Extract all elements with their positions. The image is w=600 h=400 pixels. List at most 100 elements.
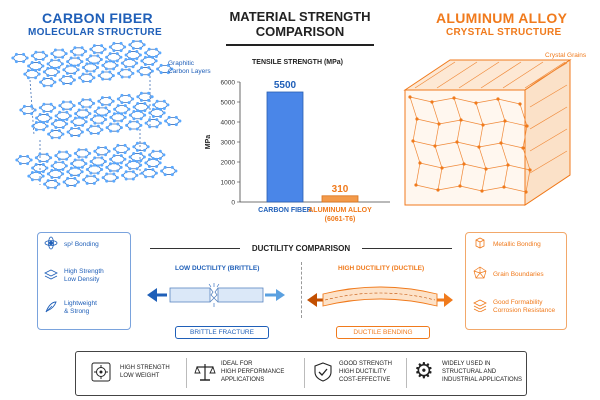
carbon-atom [120,75,124,79]
carbon-atom [61,48,65,52]
carbon-atom [100,44,104,48]
carbon-atom [143,101,147,105]
target-icon [91,362,111,382]
grain-boundary [529,150,568,174]
carbon-atom [66,176,70,180]
carbon-atom [119,55,123,59]
carbon-atom [85,181,89,185]
carbon-atom [108,52,112,56]
carbon-atom [65,71,69,75]
carbon-atom [81,123,85,127]
carbon-atom [147,98,151,102]
carbon-atom [104,67,108,71]
carbon-atom [34,162,38,166]
carbon-atom [147,47,151,51]
grain-boundary [524,61,566,89]
carbon-atom [81,116,85,120]
carbon-atom [135,148,139,152]
carbon-hexagon [98,71,114,80]
carbon-atom [96,54,100,58]
carbon-atom [96,178,100,182]
carbon-atom [127,147,131,151]
grain-boundary [412,140,421,164]
carbon-hexagon [55,151,71,160]
carbon-atom [112,67,116,71]
carbon-atom [151,168,155,172]
carbon-atom [128,43,132,47]
grain-node [484,167,488,171]
grain-node [503,119,507,123]
carbon-atom [68,154,72,158]
grain-boundary [478,124,484,148]
carbon-atom [151,63,155,67]
grain-node [452,96,456,100]
bar-value-label: 310 [332,184,349,195]
carbon-atom [89,118,93,122]
atom-icon [44,236,58,250]
carbon-atom [109,122,113,126]
carbon-atom [77,108,81,112]
carbon-atom [62,74,66,78]
carbon-atom [84,49,88,53]
carbon-atom [139,117,143,121]
y-tick-label: 1000 [221,180,236,187]
carbon-atom [124,177,128,181]
carbon-atom [96,164,100,168]
carbon-atom [85,174,89,178]
carbon-atom [18,154,22,158]
carbon-atom [128,127,132,131]
grain-node [496,97,500,101]
carbon-hexagon [149,108,165,117]
carbon-atom [148,125,152,129]
carbon-atom [139,40,143,43]
carbon-atom [89,171,93,175]
page-title-line2: COMPARISON [255,24,345,39]
carbon-atom [85,57,89,61]
carbon-atom [73,158,77,162]
grain-boundary [438,119,462,125]
carbon-atom [108,162,112,166]
carbon-hexagon [31,51,48,60]
carbon-atom [38,171,42,175]
carbon-atom [57,58,61,62]
carbon-atom [53,186,57,190]
carbon-atom [58,117,62,121]
carbon-atom [132,151,136,155]
carbon-hexagon [71,117,87,126]
carbon-atom [46,66,50,70]
grain-node [436,188,440,192]
carbon-hexagon [133,103,149,112]
carbon-atom [41,170,45,174]
carbon-atom [135,49,139,53]
carbon-hexagon [125,161,142,170]
carbon-atom [41,50,45,54]
carbon-atom [81,66,85,70]
carbon-atom [61,172,65,176]
carbon-atom [101,70,105,74]
carbon-atom [66,130,70,134]
bar-aluminum-alloy [321,195,359,203]
carbon-atom [101,77,105,81]
carbon-hexagon [165,116,181,125]
carbon-atom [93,149,97,153]
carbon-atom [41,162,45,166]
carbon-hexagon [40,78,56,87]
carbon-hexagon [86,55,102,64]
carbon-atom [69,166,73,170]
carbon-atom [170,173,174,177]
carbon-atom [154,59,158,63]
carbon-atom [92,62,96,66]
carbon-hexagon [141,169,157,178]
carbon-hexagon [118,69,134,78]
carbon-atom [61,132,65,136]
carbon-atom [112,60,116,64]
carbon-atom [61,55,65,59]
carbon-atom [112,41,116,45]
carbon-atom [96,171,100,175]
grain-boundary [415,162,421,186]
carbon-atom [155,99,159,103]
carbon-hexagon [145,119,161,128]
carbon-atom [127,93,131,97]
grain-boundary [459,163,465,187]
carbon-atom [76,56,80,60]
